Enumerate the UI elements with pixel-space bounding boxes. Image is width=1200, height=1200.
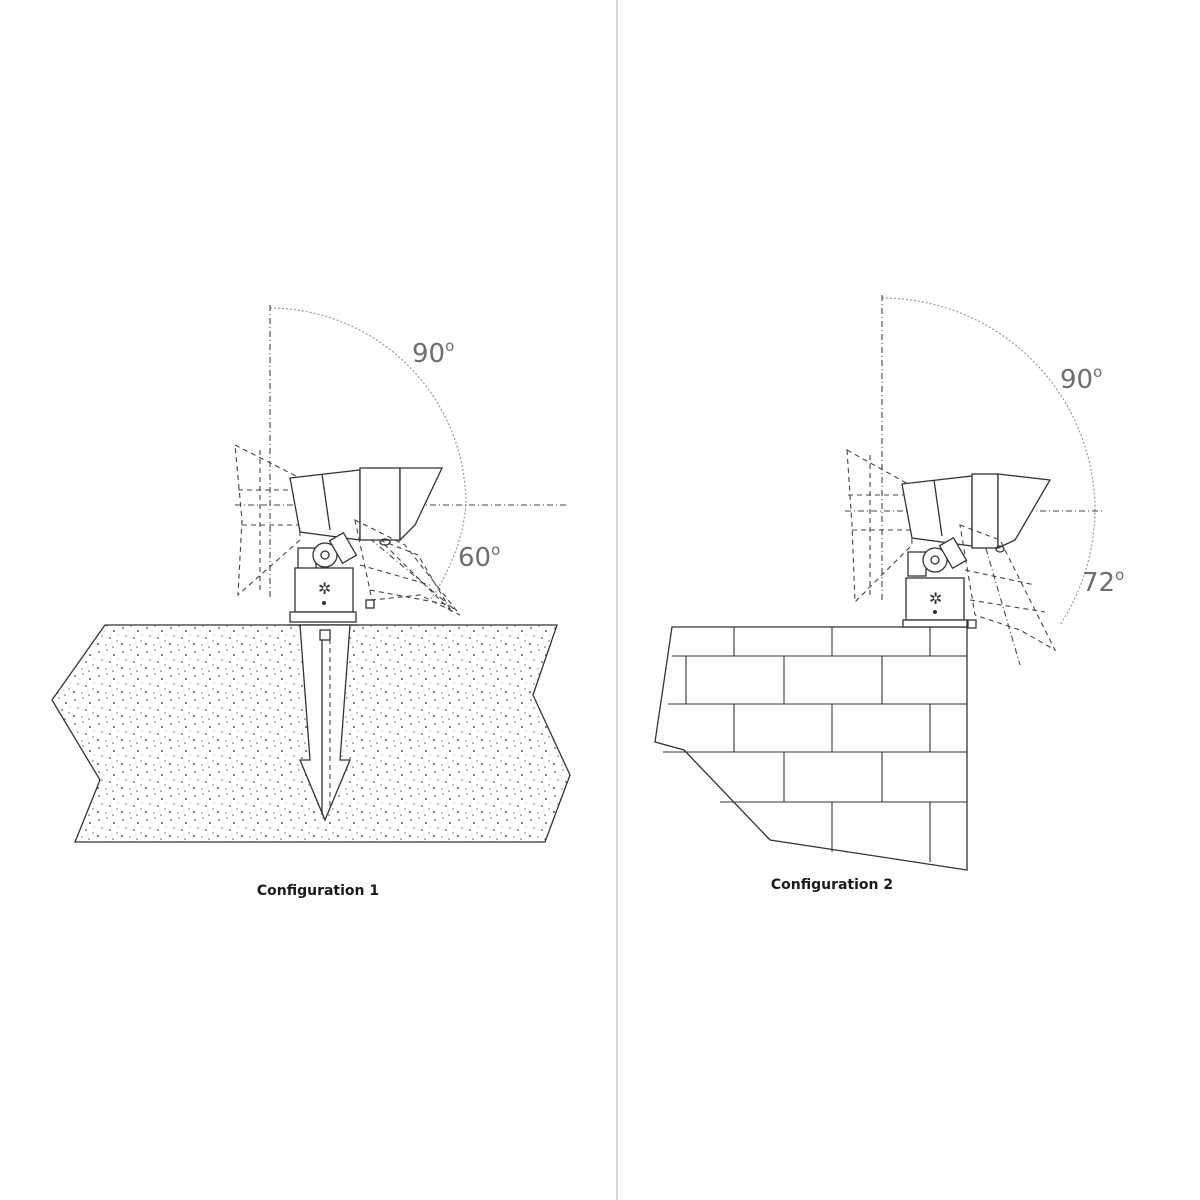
config1-angle-arc (269, 307, 467, 601)
config1-diagram: ✲ 90o 60o Configuration 1 (51, 305, 571, 899)
config1-lower-angle-label: 60o (458, 541, 500, 573)
config2-brick-wall (654, 626, 968, 871)
config2-upper-angle-label: 90o (1060, 363, 1102, 395)
config2-fixture-down (959, 524, 1057, 652)
config2-caption: Configuration 2 (771, 877, 893, 893)
config1-fixture-main (289, 467, 444, 546)
config2-knuckle-housing: ✲ (902, 536, 968, 628)
svg-text:✲: ✲ (318, 579, 331, 598)
config1-caption: Configuration 1 (257, 883, 379, 899)
config1-knuckle-housing: ✲ (288, 531, 358, 626)
config1-upper-angle-label: 90o (412, 337, 454, 369)
svg-text:✲: ✲ (929, 589, 942, 608)
config1-fixture-down (354, 518, 461, 616)
config1-ground-spike (299, 624, 351, 822)
config2-fixture-main (901, 473, 1052, 553)
config2-diagram: ✲ 90o 72o Configuration 2 (654, 295, 1124, 893)
config2-lower-angle-label: 72o (1082, 566, 1124, 598)
